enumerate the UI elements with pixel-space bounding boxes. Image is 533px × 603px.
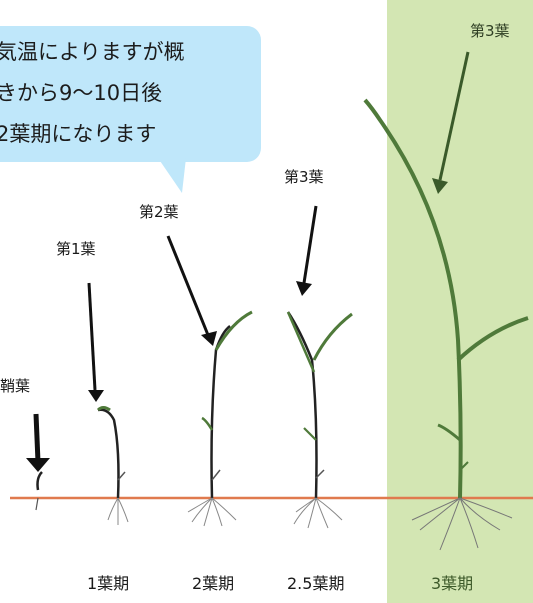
third-leaf-stage-highlight [387, 0, 533, 603]
label-stage-3: 3葉期 [431, 574, 474, 593]
seedling-stage-2-5 [286, 311, 353, 529]
label-coleoptile: 鞘葉 [0, 377, 31, 395]
label-leaf-3-right: 第3葉 [470, 22, 510, 40]
arrow-coleoptile [33, 413, 41, 463]
seedling-stage-3 [363, 98, 529, 551]
label-leaf-1: 第1葉 [56, 240, 96, 258]
arrow-leaf-3-mid [302, 205, 318, 284]
arrow-leaf-1 [87, 282, 97, 391]
callout-line-3: 2葉期になります [0, 122, 157, 146]
label-stage-2-5: 2.5葉期 [287, 574, 345, 593]
arrow-leaf-3-right [438, 51, 470, 181]
arrow-leaf-2 [166, 235, 210, 336]
callout-line-2: きから9～10日後 [0, 81, 163, 105]
seedling-stage-1 [96, 406, 129, 525]
seedling-stage-2 [187, 310, 253, 527]
callout-bubble: 気温によりますが概 きから9～10日後 2葉期になります [0, 26, 261, 162]
label-stage-1: 1葉期 [87, 574, 130, 593]
label-stage-2: 2葉期 [192, 574, 235, 593]
label-leaf-2: 第2葉 [139, 203, 179, 221]
seedling-coleoptile [35, 471, 43, 511]
callout-line-1: 気温によりますが概 [0, 40, 185, 64]
label-leaf-3-mid: 第3葉 [284, 168, 324, 186]
